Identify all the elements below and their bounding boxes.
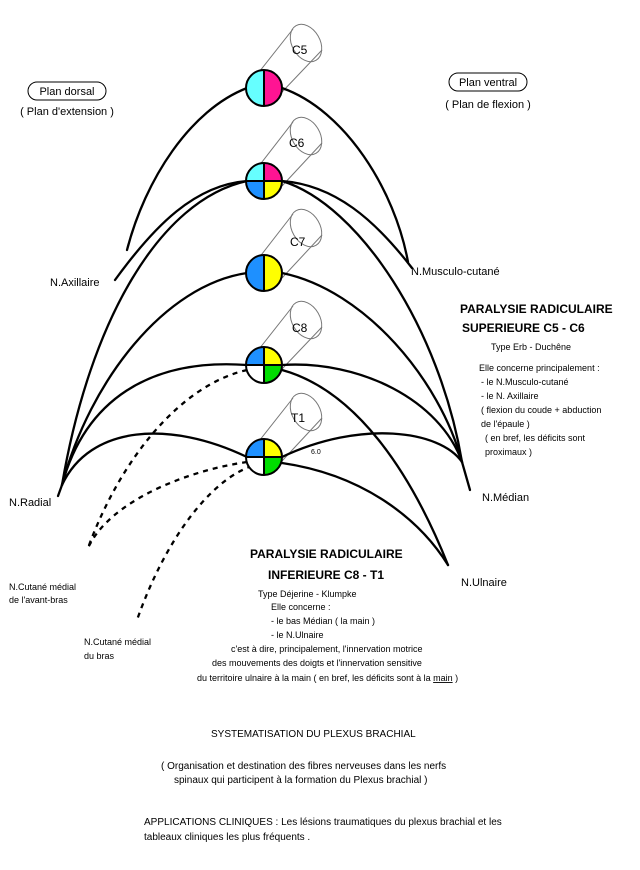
c5-q-tl [246, 70, 264, 88]
disc-c7 [245, 254, 283, 292]
root-label-c7: C7 [290, 235, 306, 249]
label-musculo: N.Musculo-cutané [411, 266, 500, 278]
footer: SYSTEMATISATION DU PLEXUS BRACHIAL ( Org… [144, 729, 502, 843]
t1-q-bl [246, 457, 264, 475]
plan-dorsal-sub: ( Plan d'extension ) [20, 106, 114, 118]
c6-q-br [264, 181, 282, 199]
c6-to-musculo-line [280, 179, 414, 270]
root-discs [245, 69, 283, 476]
inf-title-1: PARALYSIE RADICULAIRE [250, 547, 403, 561]
sup-type: Type Erb - Duchêne [491, 342, 571, 352]
c8-q-tl [246, 347, 264, 365]
sup-line-0: Elle concerne principalement : [479, 363, 600, 373]
c7-q-tl [246, 255, 264, 273]
inf-line-1: - le bas Médian ( la main ) [271, 616, 375, 626]
t1-to-median-line [280, 432, 464, 464]
label-cutane-avbras-2: de l'avant-bras [9, 595, 68, 605]
root-label-c6: C6 [289, 136, 305, 150]
t1-to-radial-line [60, 432, 249, 487]
footer-desc-1: ( Organisation et destination des fibres… [161, 761, 446, 772]
disc-c8 [245, 346, 283, 384]
t1-q-tl [246, 439, 264, 457]
inf-line-5: du territoire ulnaire à la main ( en bre… [197, 673, 458, 683]
root-label-c8: C8 [292, 321, 308, 335]
t1-to-ulnaire-line [280, 461, 450, 567]
inf-line-5-prefix: du territoire ulnaire à la main ( en bre… [197, 673, 433, 683]
c5-to-axillaire [125, 86, 249, 252]
inf-line-5-underlined: main [433, 673, 453, 683]
disc-t1 [245, 438, 283, 476]
label-cutane-bras-1: N.Cutané médial [84, 637, 151, 647]
label-axillaire: N.Axillaire [50, 277, 100, 289]
inf-line-5-suffix: ) [453, 673, 459, 683]
c8-q-bl [246, 365, 264, 383]
sup-line-6: proximaux ) [485, 447, 532, 457]
small-note: 6.0 [311, 449, 321, 456]
label-median: N.Médian [482, 492, 529, 504]
disc-c6 [245, 162, 283, 200]
c6-to-radial-line [60, 179, 249, 487]
c5-q-bl [246, 88, 264, 106]
c5-to-musculo [280, 86, 410, 264]
inf-title-2: INFERIEURE C8 - T1 [268, 568, 384, 582]
footer-app-2: tableaux cliniques les plus fréquents . [144, 832, 310, 843]
label-cutane-bras-2: du bras [84, 651, 115, 661]
inferior-paralysis-block: PARALYSIE RADICULAIRE INFERIEURE C8 - T1… [197, 547, 458, 683]
inf-type: Type Déjerine - Klumpke [258, 589, 357, 599]
inf-line-3: c'est à dire, principalement, l'innervat… [231, 644, 423, 654]
footer-app-1: APPLICATIONS CLINIQUES : Les lésions tra… [144, 817, 502, 828]
root-label-c5: C5 [292, 43, 308, 57]
footer-desc-2: spinaux qui participent à la formation d… [174, 775, 427, 786]
c8-q-br [264, 365, 282, 383]
c5-q-br [264, 88, 282, 106]
label-cutane-avbras-1: N.Cutané médial [9, 582, 76, 592]
disc-c5 [245, 69, 283, 107]
nerve-lines [56, 86, 472, 567]
label-radial: N.Radial [9, 497, 51, 509]
inf-line-0: Elle concerne : [271, 602, 331, 612]
c7-q-br [264, 273, 282, 291]
sup-title-2: SUPERIEURE C5 - C6 [462, 321, 585, 335]
c7-q-bl [246, 273, 264, 291]
c8-q-tr [264, 347, 282, 365]
inf-line-2: - le N.Ulnaire [271, 630, 324, 640]
sup-line-1: - le N.Musculo-cutané [481, 377, 569, 387]
c7-to-median-line [280, 271, 464, 464]
sup-line-3: ( flexion du coude + abduction [481, 405, 601, 415]
c6-q-tl [246, 163, 264, 181]
c6-q-tr [264, 163, 282, 181]
t1-cutane-avbras-line [86, 460, 248, 549]
plan-ventral-box [448, 72, 528, 92]
cutaneous-dashed-lines [86, 368, 253, 621]
plan-ventral-label: Plan ventral [459, 77, 517, 89]
c6-q-bl [246, 181, 264, 199]
t1-cutane-bras-line [135, 464, 253, 621]
plan-dorsal-box [27, 81, 107, 101]
t1-q-br [264, 457, 282, 475]
plan-ventral-sub: ( Plan de flexion ) [445, 99, 531, 111]
c8-cutane-avbras-line [86, 368, 248, 549]
superior-paralysis-block: PARALYSIE RADICULAIRE SUPERIEURE C5 - C6… [460, 302, 613, 457]
c8-to-radial-line [60, 363, 249, 487]
sup-line-4: de l'épaule ) [481, 419, 530, 429]
label-ulnaire: N.Ulnaire [461, 577, 507, 589]
c5-q-tr [264, 70, 282, 88]
c7-to-radial-line [60, 271, 249, 487]
sup-line-2: - le N. Axillaire [481, 391, 539, 401]
c8-to-ulnaire-line [280, 368, 450, 567]
inf-line-4: des mouvements des doigts et l'innervati… [212, 658, 422, 668]
plan-dorsal-label: Plan dorsal [39, 86, 94, 98]
c6-to-median-line [280, 179, 464, 464]
t1-q-tr [264, 439, 282, 457]
c8-to-median-line [280, 363, 464, 464]
c7-q-tr [264, 255, 282, 273]
footer-heading: SYSTEMATISATION DU PLEXUS BRACHIAL [211, 729, 416, 740]
sup-title-1: PARALYSIE RADICULAIRE [460, 302, 613, 316]
root-label-t1: T1 [291, 411, 305, 425]
sup-line-5: ( en bref, les déficits sont [485, 433, 586, 443]
c6-to-axillaire-line [113, 179, 249, 282]
